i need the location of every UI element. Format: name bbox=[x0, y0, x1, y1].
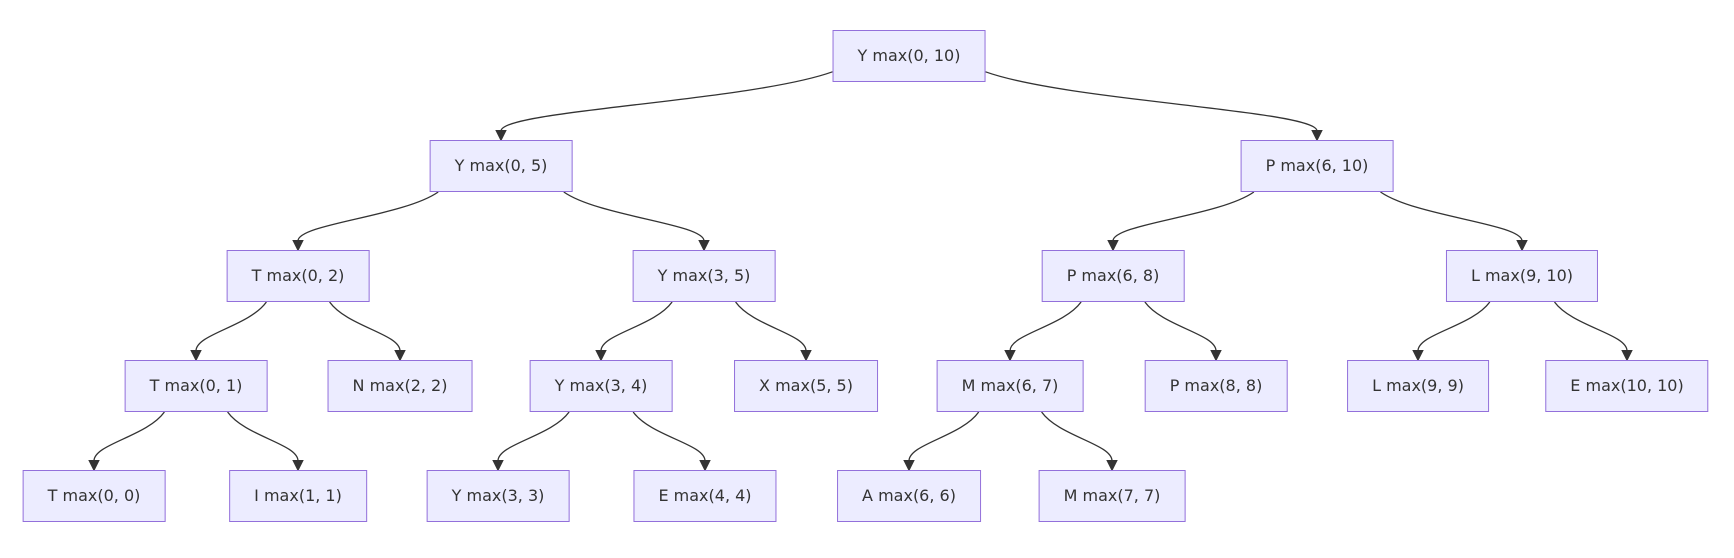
tree-edge-n0_2-n0_1 bbox=[190, 301, 267, 362]
tree-edge-n3_4-n3_3 bbox=[492, 411, 570, 472]
tree-edge-n9_10-n9_9 bbox=[1412, 301, 1491, 362]
tree-node-n0_1: T max(0, 1) bbox=[124, 360, 268, 412]
tree-edge-n6_7-n6_6 bbox=[903, 411, 980, 472]
tree-edge-n0_2-n2_2 bbox=[329, 301, 406, 362]
tree-node-n6_7: M max(6, 7) bbox=[936, 360, 1084, 412]
tree-edge-n6_8-n8_8 bbox=[1144, 301, 1222, 362]
tree-edge-n3_5-n3_4 bbox=[595, 301, 673, 362]
tree-node-n9_9: L max(9, 9) bbox=[1347, 360, 1489, 412]
tree-node-n5_5: X max(5, 5) bbox=[734, 360, 878, 412]
tree-node-n0_10: Y max(0, 10) bbox=[832, 30, 986, 82]
tree-edge-n0_5-n3_5 bbox=[563, 191, 710, 252]
tree-edge-n3_4-n4_4 bbox=[632, 411, 711, 472]
tree-node-n1_1: I max(1, 1) bbox=[229, 470, 367, 522]
tree-node-n3_4: Y max(3, 4) bbox=[529, 360, 673, 412]
tree-node-n9_10: L max(9, 10) bbox=[1445, 250, 1599, 302]
tree-node-n2_2: N max(2, 2) bbox=[327, 360, 473, 412]
tree-node-n6_8: P max(6, 8) bbox=[1041, 250, 1185, 302]
tree-node-n10_10: E max(10, 10) bbox=[1545, 360, 1709, 412]
tree-node-n8_8: P max(8, 8) bbox=[1144, 360, 1288, 412]
tree-edge-n6_7-n7_7 bbox=[1041, 411, 1118, 472]
tree-node-n0_2: T max(0, 2) bbox=[226, 250, 370, 302]
tree-edge-n6_10-n6_8 bbox=[1107, 191, 1255, 252]
tree-edge-n9_10-n10_10 bbox=[1553, 301, 1633, 362]
tree-node-n0_5: Y max(0, 5) bbox=[429, 140, 573, 192]
tree-node-n7_7: M max(7, 7) bbox=[1038, 470, 1186, 522]
tree-node-n4_4: E max(4, 4) bbox=[633, 470, 777, 522]
tree-edge-n0_10-n0_5 bbox=[495, 71, 833, 142]
tree-node-n6_6: A max(6, 6) bbox=[837, 470, 981, 522]
tree-node-n3_3: Y max(3, 3) bbox=[426, 470, 570, 522]
tree-edge-n0_5-n0_2 bbox=[292, 191, 439, 252]
tree-edge-n0_1-n1_1 bbox=[227, 411, 304, 472]
tree-edge-n0_1-n0_0 bbox=[88, 411, 165, 472]
tree-edge-n6_10-n9_10 bbox=[1380, 191, 1528, 252]
tree-node-n3_5: Y max(3, 5) bbox=[632, 250, 776, 302]
tree-edge-n0_10-n6_10 bbox=[985, 71, 1323, 142]
tree-edge-n3_5-n5_5 bbox=[735, 301, 812, 362]
tree-node-n6_10: P max(6, 10) bbox=[1240, 140, 1394, 192]
tree-edge-n6_8-n6_7 bbox=[1004, 301, 1082, 362]
tree-node-n0_0: T max(0, 0) bbox=[22, 470, 166, 522]
